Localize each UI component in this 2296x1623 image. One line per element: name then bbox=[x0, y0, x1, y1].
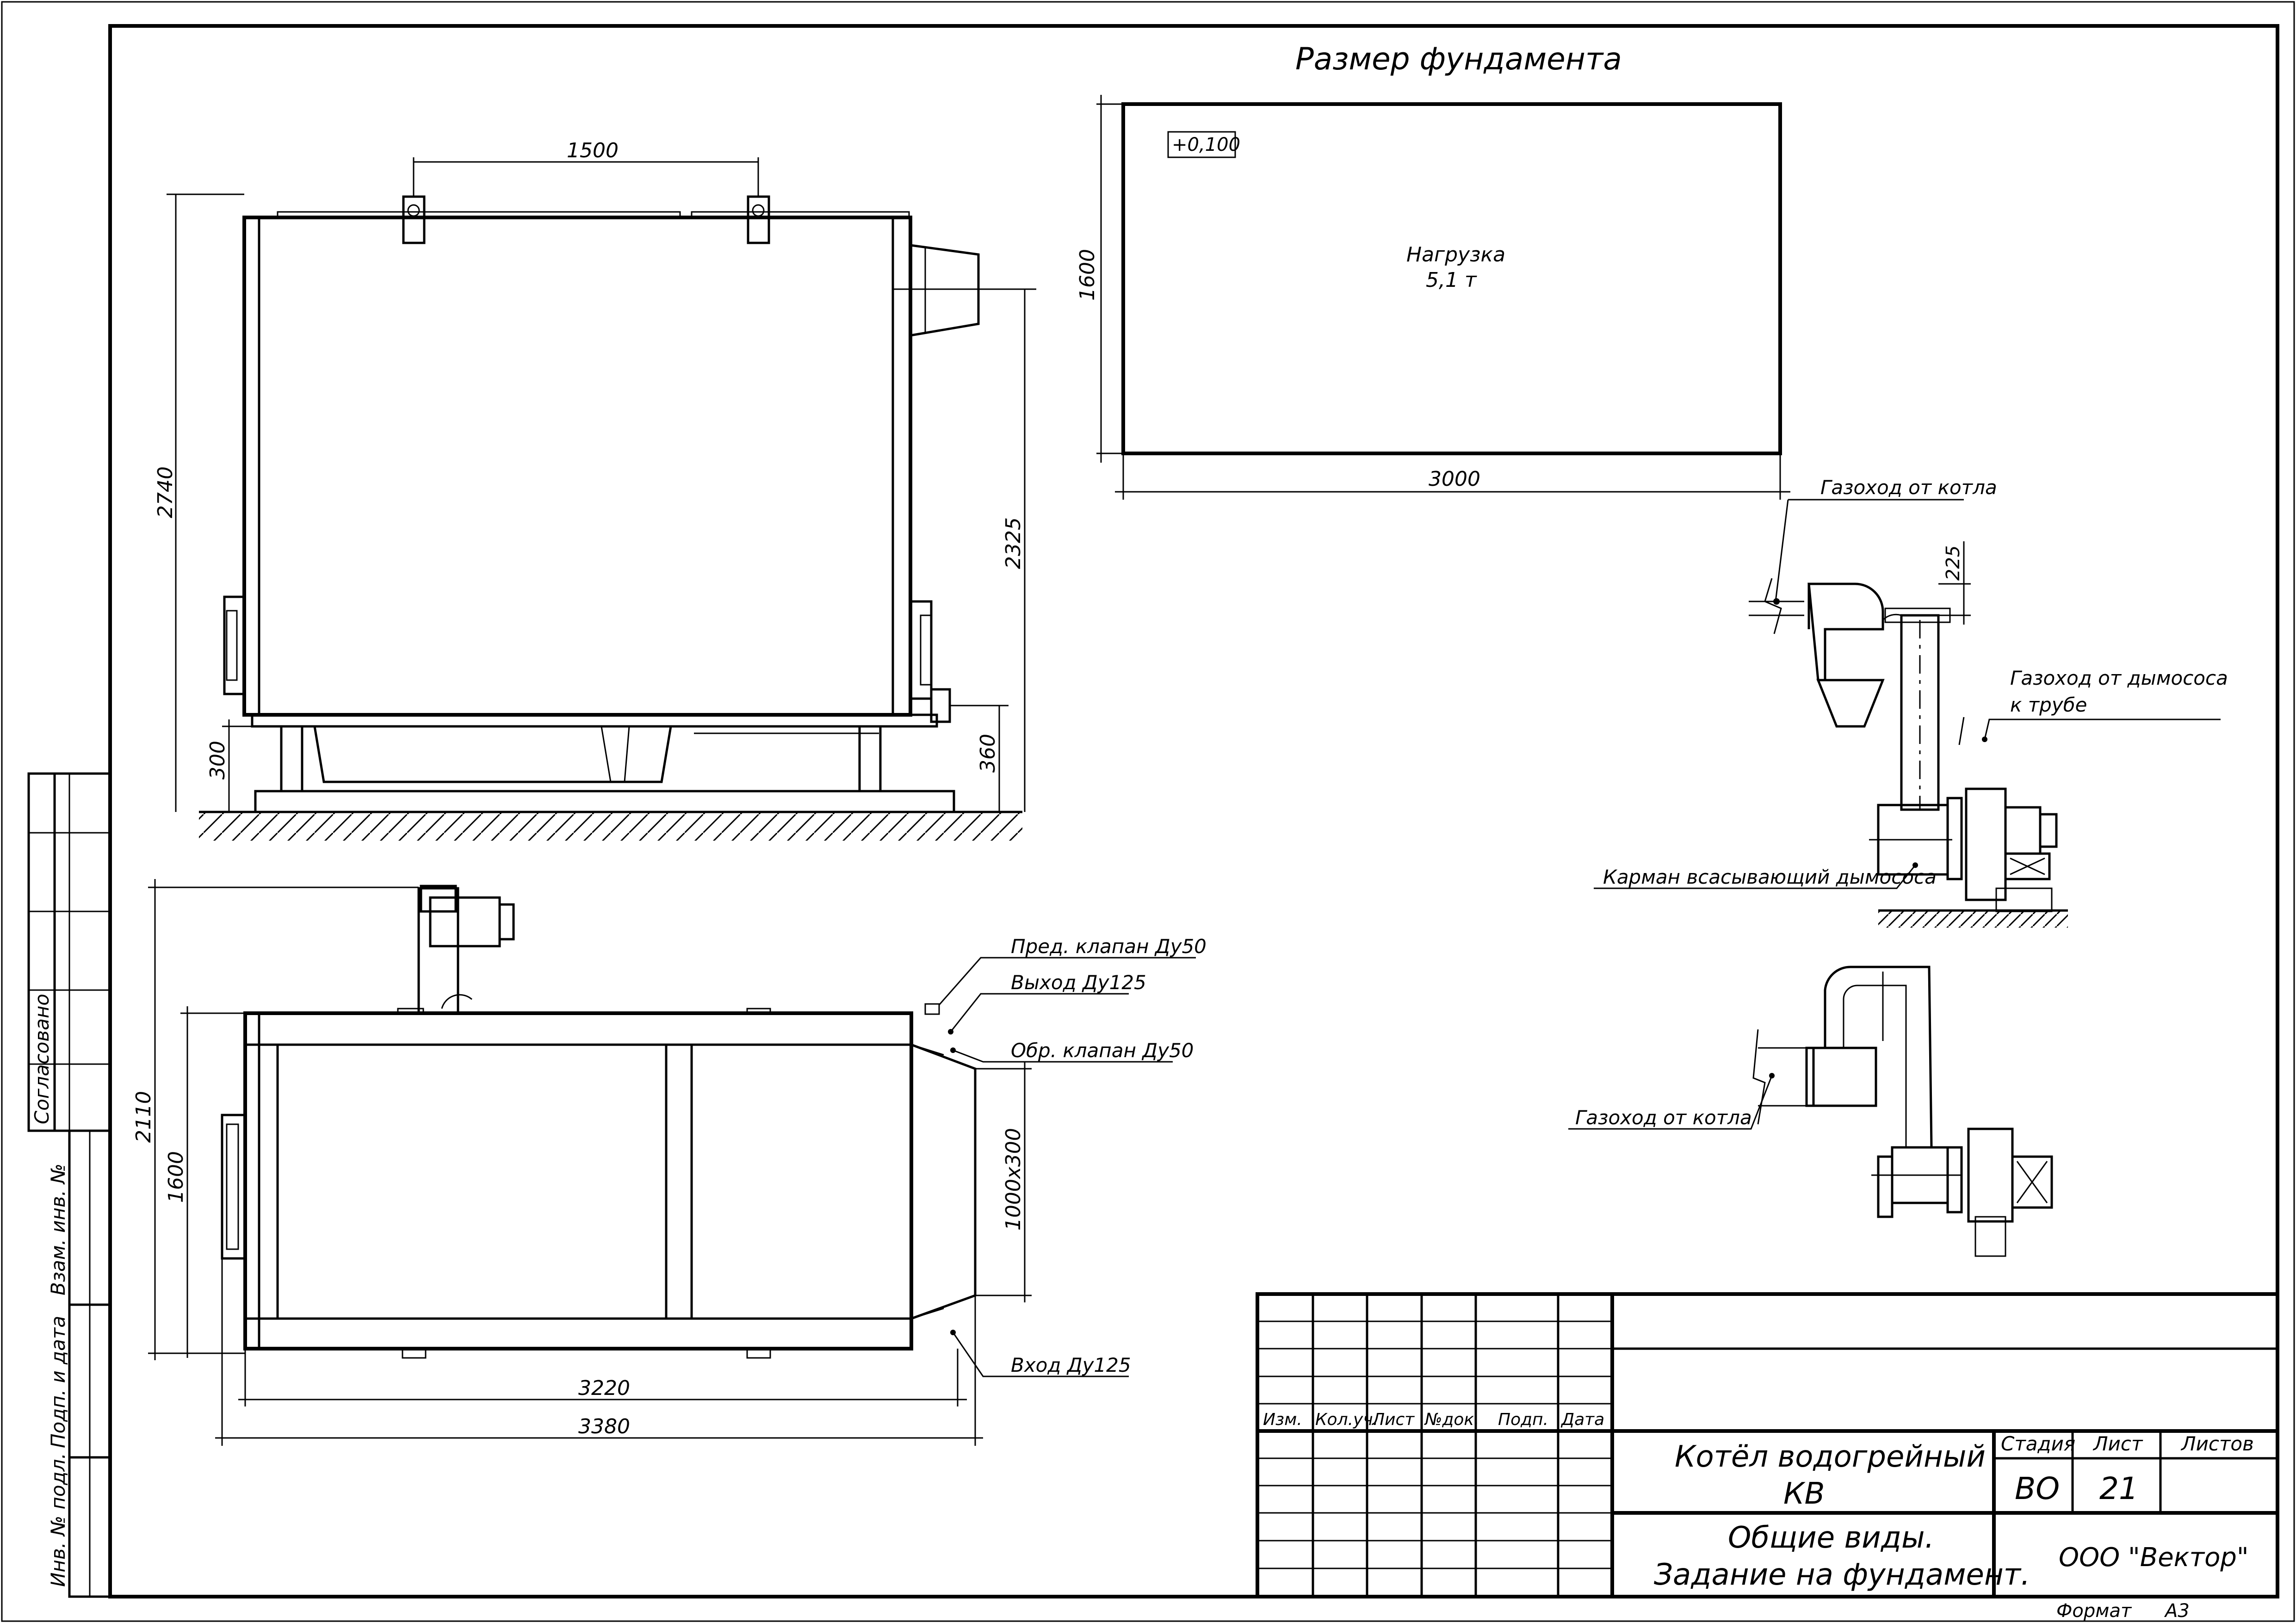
ground-hatch bbox=[199, 813, 1022, 841]
col-header-list: Лист bbox=[1371, 1410, 1415, 1429]
boiler-body-front bbox=[242, 216, 912, 717]
title-block: Изм. Кол.уч. Лист №док. Подп. Дата Котёл… bbox=[1256, 1292, 2279, 1622]
flue-outlet bbox=[909, 244, 980, 337]
left-approval-strip: Согласовано Взам. инв. № Подп. и дата Ин… bbox=[27, 772, 111, 1598]
doc-name-line1: Котёл водогрейный bbox=[1675, 1440, 1986, 1474]
inv-orig-label: Инв. № подл. bbox=[47, 1453, 69, 1587]
dim-foundation-height: 1600 bbox=[1076, 249, 1099, 301]
dim-outlet-height: 360 bbox=[976, 734, 1000, 773]
dim-body-length: 3220 bbox=[578, 1376, 630, 1400]
front-view: 1500 2740 2325 300 360 bbox=[154, 139, 1036, 841]
format-label: Формат bbox=[2056, 1600, 2132, 1622]
dim-total-height: 2740 bbox=[154, 466, 177, 518]
doc-desc-line1: Общие виды. bbox=[1728, 1521, 1934, 1555]
flue-top-view: Газоход от котла bbox=[1568, 966, 2053, 1257]
load-label: Нагрузка bbox=[1406, 243, 1505, 266]
stage-header: Стадия bbox=[2001, 1432, 2075, 1455]
label-flue-from-boiler-top: Газоход от котла bbox=[1575, 1106, 1752, 1129]
dim-base-height: 300 bbox=[206, 741, 229, 780]
doc-name-line2: КВ bbox=[1783, 1477, 1825, 1511]
sheets-header: Листов bbox=[2180, 1432, 2254, 1455]
label-to-stack: к трубе bbox=[2010, 694, 2087, 716]
dim-225: 225 bbox=[1943, 545, 1964, 581]
flue-side-view: Газоход от котла bbox=[1594, 476, 2228, 928]
lifting-lug-right bbox=[747, 195, 770, 244]
label-outlet: Выход Ду125 bbox=[1011, 971, 1146, 994]
label-check-valve: Обр. клапан Ду50 bbox=[1011, 1039, 1194, 1062]
dim-top-body-width: 1600 bbox=[164, 1151, 188, 1203]
format-value: А3 bbox=[2164, 1600, 2190, 1622]
col-header-ndok: №док. bbox=[1424, 1410, 1479, 1429]
label-inlet: Вход Ду125 bbox=[1011, 1354, 1131, 1376]
level-mark: +0,100 bbox=[1172, 134, 1240, 155]
replace-inv-label: Взам. инв. № bbox=[47, 1164, 69, 1295]
dim-flue-height: 2325 bbox=[1002, 517, 1025, 569]
company-name: ООО "Вектор" bbox=[2059, 1542, 2249, 1573]
dim-outlet-size: 1000x300 bbox=[1002, 1128, 1025, 1231]
sheet-value: 21 bbox=[2099, 1471, 2138, 1506]
col-header-koluch: Кол.уч. bbox=[1315, 1410, 1378, 1429]
dim-foundation-width: 3000 bbox=[1429, 467, 1480, 491]
label-flue-from-boiler-side: Газоход от котла bbox=[1820, 476, 1997, 499]
stage-value: ВО bbox=[2015, 1471, 2060, 1506]
dim-lugs: 1500 bbox=[567, 139, 619, 162]
door-left bbox=[223, 595, 246, 695]
foundation-plan: Размер фундамента +0,100 Нагрузка 5,1 т … bbox=[1076, 41, 1790, 500]
label-safety-valve: Пред. клапан Ду50 bbox=[1011, 935, 1207, 958]
lifting-lug-left bbox=[402, 195, 426, 244]
exhauster-fan bbox=[1965, 787, 2007, 901]
load-value: 5,1 т bbox=[1426, 268, 1477, 292]
doc-desc-line2: Задание на фундамент. bbox=[1654, 1558, 2030, 1592]
foundation-title: Размер фундамента bbox=[1295, 41, 1622, 77]
flue-elbow bbox=[1807, 582, 1884, 681]
label-suction-pocket: Карман всасывающий дымососа bbox=[1603, 866, 1937, 888]
dim-total-length: 3380 bbox=[578, 1415, 630, 1438]
foundation-outline bbox=[1121, 102, 1782, 455]
col-header-data: Дата bbox=[1560, 1410, 1604, 1429]
agreed-label: Согласовано bbox=[31, 994, 53, 1124]
sign-date-label: Подп. и дата bbox=[47, 1316, 69, 1448]
col-header-podp: Подп. bbox=[1498, 1410, 1548, 1429]
boiler-body-top bbox=[243, 1011, 913, 1350]
col-header-izm: Изм. bbox=[1263, 1410, 1302, 1429]
label-flue-from-exhauster: Газоход от дымососа bbox=[2010, 667, 2228, 689]
top-view: 2110 1600 1000x300 3220 3380 Пред. клапа… bbox=[132, 879, 1207, 1446]
dim-top-total-width: 2110 bbox=[132, 1091, 155, 1143]
sheet-header: Лист bbox=[2092, 1432, 2143, 1455]
